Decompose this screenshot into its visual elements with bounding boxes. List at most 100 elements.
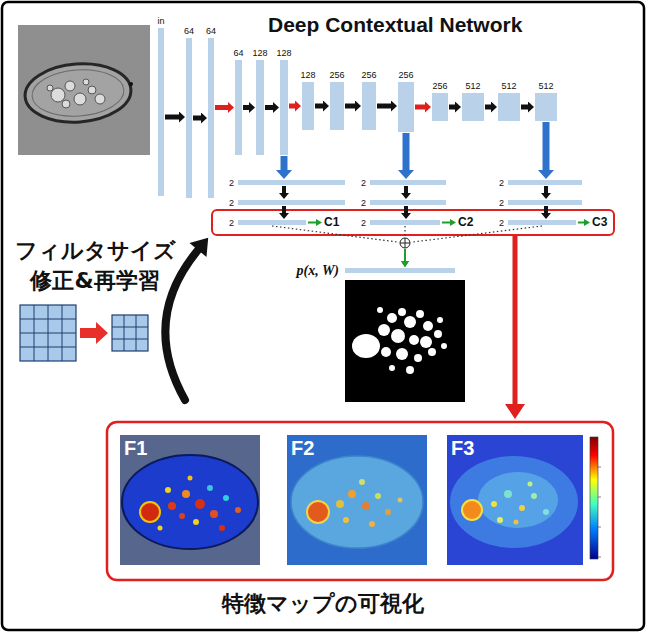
heatmap-hotspot [235, 507, 241, 513]
panel-label: F2 [287, 435, 314, 459]
heatmap-background [447, 435, 583, 565]
channel-count: 256 [432, 81, 447, 92]
output-arrowhead [584, 219, 590, 226]
output-bar: p(x, W) [345, 268, 455, 273]
channel-count: 128 [252, 48, 267, 59]
mask-blob [398, 308, 406, 316]
fusion-connector [405, 226, 406, 261]
sum-symbol-cross [400, 238, 410, 248]
heatmap-hotspot [210, 510, 218, 518]
heatmap-hotspot [528, 482, 533, 487]
annotation-text: フィルタサイズ 修正&再学習 [10, 236, 180, 296]
feature-map-panel: F1 [120, 435, 260, 565]
cell-granule [88, 86, 96, 94]
mask-blob [434, 330, 442, 338]
heatmap-hotspot [375, 493, 381, 499]
figure-caption: 特徴マップの可視化 [0, 590, 646, 618]
output-arrowhead [316, 219, 322, 226]
layer-arrow [521, 107, 528, 108]
mask-blob [352, 334, 380, 358]
heatmap-hotspot [168, 502, 176, 510]
large-filter-grid-lines [20, 305, 76, 361]
visualize-arrowhead [505, 404, 525, 419]
arrow-line [485, 105, 491, 110]
channel-count: 128 [300, 70, 315, 81]
layer-arrow [485, 107, 491, 108]
fusion-output-arrow [404, 249, 406, 261]
sum-symbol [400, 238, 410, 248]
layer-bar: 128 [280, 60, 288, 155]
branch-output-label: C3 [592, 215, 607, 230]
channel-count: 128 [276, 48, 291, 59]
channel-count: 512 [465, 81, 480, 92]
score-map-bar: 2 [508, 200, 582, 205]
heatmap-hotspot [223, 495, 229, 501]
heatmap-cell [291, 456, 423, 548]
channel-count: 64 [233, 48, 243, 59]
layer-arrow [265, 107, 273, 108]
arrow-line [215, 105, 228, 110]
mask-blob [404, 316, 416, 328]
layer-arrow [377, 106, 391, 107]
arrow-line [282, 206, 286, 213]
arrow-line [345, 104, 355, 109]
heatmap-hotspot [165, 487, 171, 493]
heatmap-hotspot [369, 521, 375, 527]
layer-arrow [193, 118, 201, 119]
branch-output-label: C1 [324, 215, 339, 230]
layer-bar: 512 [535, 93, 557, 121]
visualize-arrow [513, 236, 518, 405]
branch-arrow [546, 122, 547, 170]
arrow-line [315, 104, 323, 109]
layer-bar: 64 [186, 38, 192, 198]
channel-count: 2 [499, 217, 504, 228]
output-arrowhead [450, 219, 456, 226]
output-label: p(x, W) [296, 263, 339, 279]
diagram-title: Deep Contextual Network [268, 12, 522, 38]
heatmap-hotspot [543, 509, 549, 515]
arrow-line [403, 133, 410, 170]
branch-arrow [406, 133, 407, 170]
output-arrow [308, 222, 316, 224]
score-map-bar: 2 [508, 220, 576, 225]
channel-count: 64 [206, 26, 216, 37]
channel-count: 2 [361, 177, 366, 188]
mask-blob [391, 329, 405, 343]
input-image [18, 25, 150, 155]
layer-bar: 64 [208, 38, 214, 198]
mask-blob [377, 307, 383, 313]
channel-count: 512 [501, 81, 516, 92]
feature-map-panel: F3 [447, 435, 583, 565]
conv-arrow [406, 186, 407, 193]
heatmap-cell [450, 456, 578, 548]
cell-granule [74, 93, 86, 105]
heatmap-hotspot [195, 499, 205, 509]
conv-arrow [546, 206, 547, 213]
mask-blob [423, 321, 433, 331]
heatmap-hotspot [307, 501, 329, 523]
channel-count: 256 [361, 70, 376, 81]
mask-blob [409, 335, 419, 345]
arrow-line [165, 115, 179, 120]
conv-arrow [284, 206, 285, 213]
channel-count: 2 [229, 217, 234, 228]
arrow-line [377, 104, 391, 109]
small-filter-grid-lines [112, 315, 148, 351]
cell-granule [62, 100, 70, 108]
mask-blob [441, 343, 447, 349]
heatmap-hotspot [462, 500, 482, 520]
color-bar [590, 437, 598, 559]
cell-granule [51, 88, 65, 102]
mask-blob [387, 313, 397, 323]
heatmap-hotspot [519, 505, 525, 511]
output-arrow [442, 222, 450, 224]
conv-arrow [546, 186, 547, 193]
arrow-line [449, 105, 455, 110]
heatmap-hotspot [504, 490, 512, 498]
large-filter-grid [20, 305, 76, 361]
arrow-line [282, 186, 286, 193]
cell-granule [83, 79, 89, 85]
fusion-connector [272, 226, 405, 261]
heatmap-hotspot [491, 501, 497, 507]
